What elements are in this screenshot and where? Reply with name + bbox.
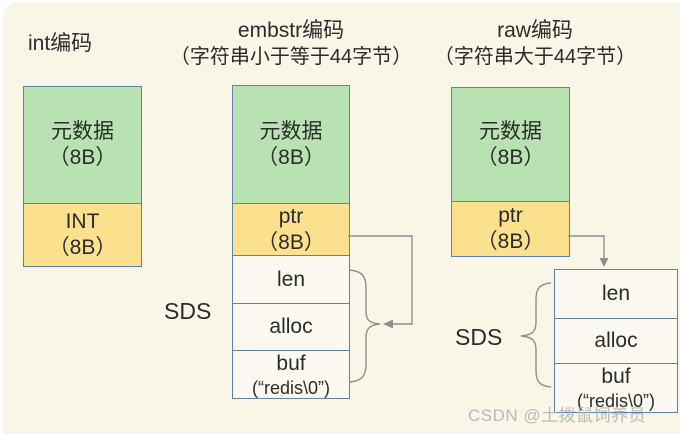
int-title-text: int编码: [28, 32, 93, 55]
embstr-alloc-label: alloc: [269, 315, 313, 338]
int-value-size: （8B）: [48, 236, 117, 259]
embstr-title-text: embstr编码: [237, 19, 345, 42]
embstr-ptr-size: （8B）: [257, 230, 325, 254]
raw-buf-value: (“redis\0”): [576, 391, 655, 411]
int-object-box: 元数据 （8B） INT （8B）: [23, 86, 142, 267]
int-value-cell: INT （8B）: [24, 203, 141, 266]
embstr-buf-value: (“redis\0”): [251, 377, 330, 398]
raw-metadata-size: （8B）: [476, 145, 545, 169]
embstr-buf-label: buf: [276, 351, 306, 375]
int-encoding-title: int编码: [28, 30, 138, 57]
raw-sds-label: SDS: [455, 324, 503, 350]
int-value-label: INT: [65, 210, 100, 233]
embstr-len-cell: len: [233, 255, 349, 303]
diagram-canvas: int编码 embstr编码 （字符串小于等于44字节） raw编码 （字符串大…: [3, 2, 680, 434]
embstr-metadata-size: （8B）: [257, 145, 325, 169]
raw-title-subtitle: （字符串大于44字节）: [433, 46, 637, 68]
embstr-metadata-cell: 元数据 （8B）: [233, 86, 349, 203]
raw-buf-label: buf: [601, 365, 631, 388]
int-metadata-cell: 元数据 （8B）: [24, 87, 141, 203]
raw-alloc-cell: alloc: [555, 318, 677, 363]
raw-ptr-label: ptr: [498, 204, 523, 227]
raw-buf-cell: buf (“redis\0”): [555, 363, 677, 412]
raw-metadata-label: 元数据: [479, 119, 542, 143]
embstr-ptr-cell: ptr （8B）: [233, 203, 349, 255]
embstr-object-box: 元数据 （8B） ptr （8B） len alloc buf (“redis\…: [232, 85, 350, 399]
raw-sds-box: len alloc buf (“redis\0”): [554, 269, 678, 413]
csdn-watermark: CSDN @土拨鼠饲养员: [468, 406, 647, 425]
embstr-buf-cell: buf (“redis\0”): [233, 350, 349, 398]
raw-alloc-label: alloc: [594, 329, 638, 352]
raw-len-label: len: [601, 282, 631, 305]
embstr-ptr-label: ptr: [278, 204, 304, 228]
raw-encoding-title: raw编码 （字符串大于44字节）: [423, 17, 647, 71]
embstr-title-subtitle: （字符串小于等于44字节）: [169, 46, 413, 68]
embstr-encoding-title: embstr编码 （字符串小于等于44字节）: [146, 17, 436, 71]
embstr-len-label: len: [276, 267, 306, 291]
raw-title-text: raw编码: [497, 19, 573, 42]
embstr-sds-label: SDS: [164, 298, 212, 324]
embstr-alloc-cell: alloc: [233, 303, 349, 350]
raw-len-cell: len: [555, 270, 677, 318]
raw-metadata-cell: 元数据 （8B）: [452, 88, 569, 201]
raw-ptr-size: （8B）: [476, 230, 545, 253]
int-metadata-size: （8B）: [48, 146, 117, 169]
embstr-metadata-label: 元数据: [259, 119, 323, 143]
raw-object-box: 元数据 （8B） ptr （8B）: [451, 87, 570, 257]
int-metadata-label: 元数据: [51, 120, 114, 143]
raw-ptr-cell: ptr （8B）: [452, 201, 569, 256]
